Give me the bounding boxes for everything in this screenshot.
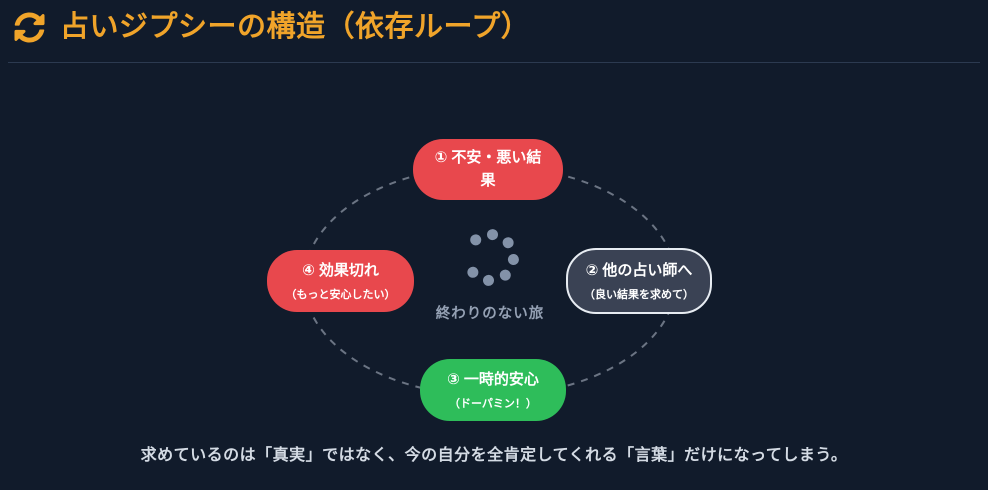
node-sublabel: （ドーパミン！）: [449, 397, 537, 410]
cycle-node-2-another-fortune-teller: ② 他の占い師へ （良い結果を求めて）: [566, 248, 712, 314]
cycle-node-4-effect-wears-off: ④ 効果切れ （もっと安心したい）: [267, 250, 414, 312]
spinner-dot: [482, 273, 494, 286]
sync-icon: [14, 12, 45, 43]
node-sublabel: （もっと安心したい）: [285, 288, 396, 301]
node-label: ① 不安・悪い結果: [434, 149, 542, 189]
spinner-dot: [486, 228, 498, 241]
cycle-node-3-temporary-relief: ③ 一時的安心 （ドーパミン！）: [420, 359, 566, 421]
header: 占いジプシーの構造（依存ループ）: [14, 11, 974, 44]
node-label: ② 他の占い師へ: [585, 262, 693, 280]
center-label: 終わりのない旅: [435, 306, 545, 322]
spinner-dot: [506, 253, 519, 265]
header-divider: [8, 62, 980, 63]
cycle-node-1-anxiety: ① 不安・悪い結果: [413, 139, 563, 200]
node-sublabel: （良い結果を求めて）: [584, 288, 694, 301]
node-label: ④ 効果切れ: [302, 262, 379, 280]
caption-text: 求めているのは「真実」ではなく、今の自分を全肯定してくれる「言葉」だけになってし…: [140, 447, 848, 464]
node-label: ③ 一時的安心: [447, 371, 539, 389]
page-title: 占いジプシーの構造（依存ループ）: [60, 11, 531, 43]
